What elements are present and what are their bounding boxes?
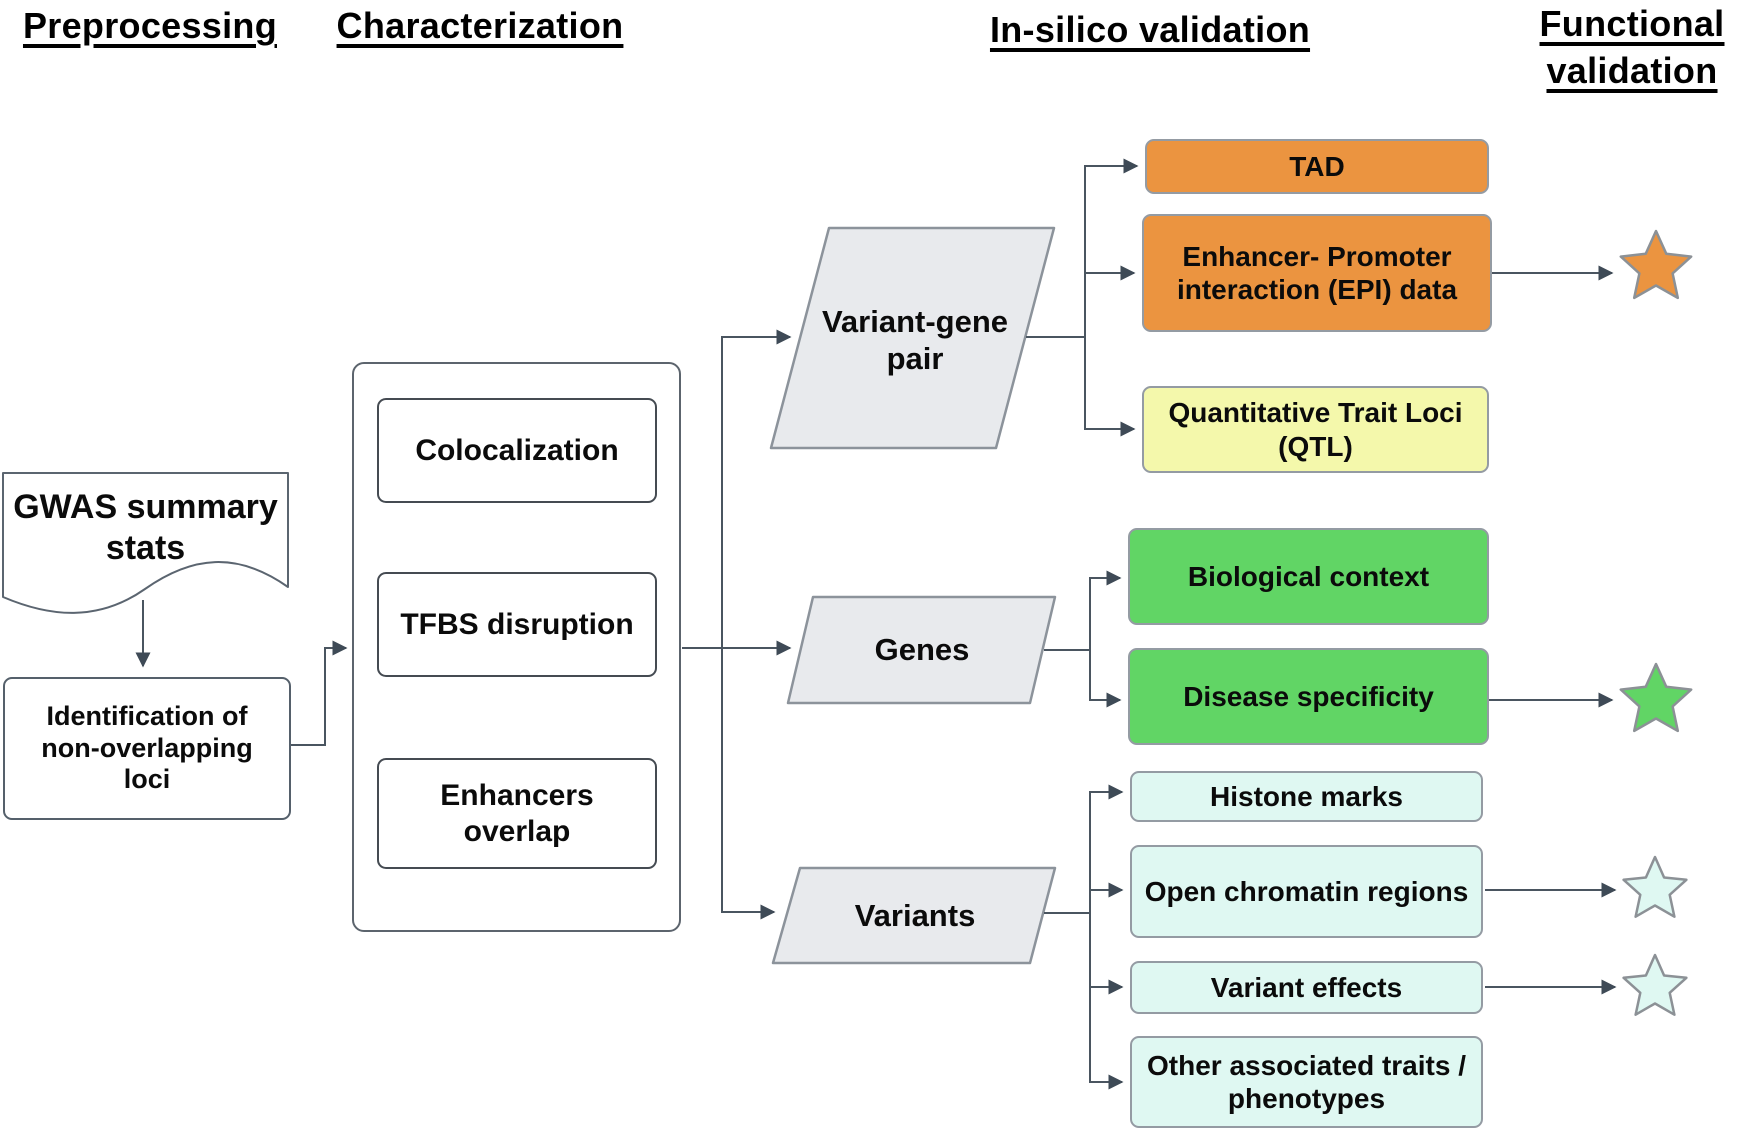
variant-gene-pair-label: Variant-gene pair [821,303,1009,376]
star-icon-chromatin [1622,855,1688,918]
arrow-to-bio-context [1089,570,1122,650]
genes-label: Genes [874,631,970,667]
variant-effects-box: Variant effects [1130,961,1483,1014]
variants-label: Variants [854,897,976,933]
header-characterization: Characterization [336,5,624,46]
arrow-to-variants [721,648,776,920]
variant-gene-pair-parallelogram [769,226,1056,450]
gwas-document-shape [2,472,289,614]
qtl-box: Quantitative Trait Loci (QTL) [1142,386,1489,473]
header-functional-validation: Functional validation [1539,3,1725,91]
identification-loci-box: Identification of non-overlapping loci [3,677,291,820]
star-icon-disease [1619,662,1693,733]
arrow-to-histone-marks [1089,784,1124,913]
enhancers-overlap-box: Enhancers overlap [377,758,657,869]
other-traits-box: Other associated traits / phenotypes [1130,1036,1483,1128]
arrow-to-qtl [1084,337,1136,437]
gwas-summary-stats-label: GWAS summary stats [13,488,278,567]
open-chromatin-box: Open chromatin regions [1130,845,1483,938]
genes-parallelogram [786,595,1057,705]
header-preprocessing: Preprocessing [22,5,277,46]
star-icon-effects [1622,953,1688,1016]
histone-marks-box: Histone marks [1130,771,1483,822]
tad-box: TAD [1145,139,1489,194]
star-icon-epi [1619,229,1693,300]
connector-lines [135,158,1617,1090]
arrow-to-tad [1084,158,1139,337]
colocalization-box: Colocalization [377,398,657,503]
arrow-identify-to-characterization [291,640,348,746]
variants-parallelogram [771,866,1057,965]
arrow-to-disease-specificity [1089,650,1122,708]
tfbs-disruption-box: TFBS disruption [377,572,657,677]
header-insilico-validation: In-silico validation [989,9,1311,50]
arrow-to-variant-gene-pair [721,329,792,648]
disease-specificity-box: Disease specificity [1128,648,1489,745]
epi-data-box: Enhancer- Promoter interaction (EPI) dat… [1142,214,1492,332]
biological-context-box: Biological context [1128,528,1489,625]
arrow-to-other-traits [1089,913,1124,1090]
